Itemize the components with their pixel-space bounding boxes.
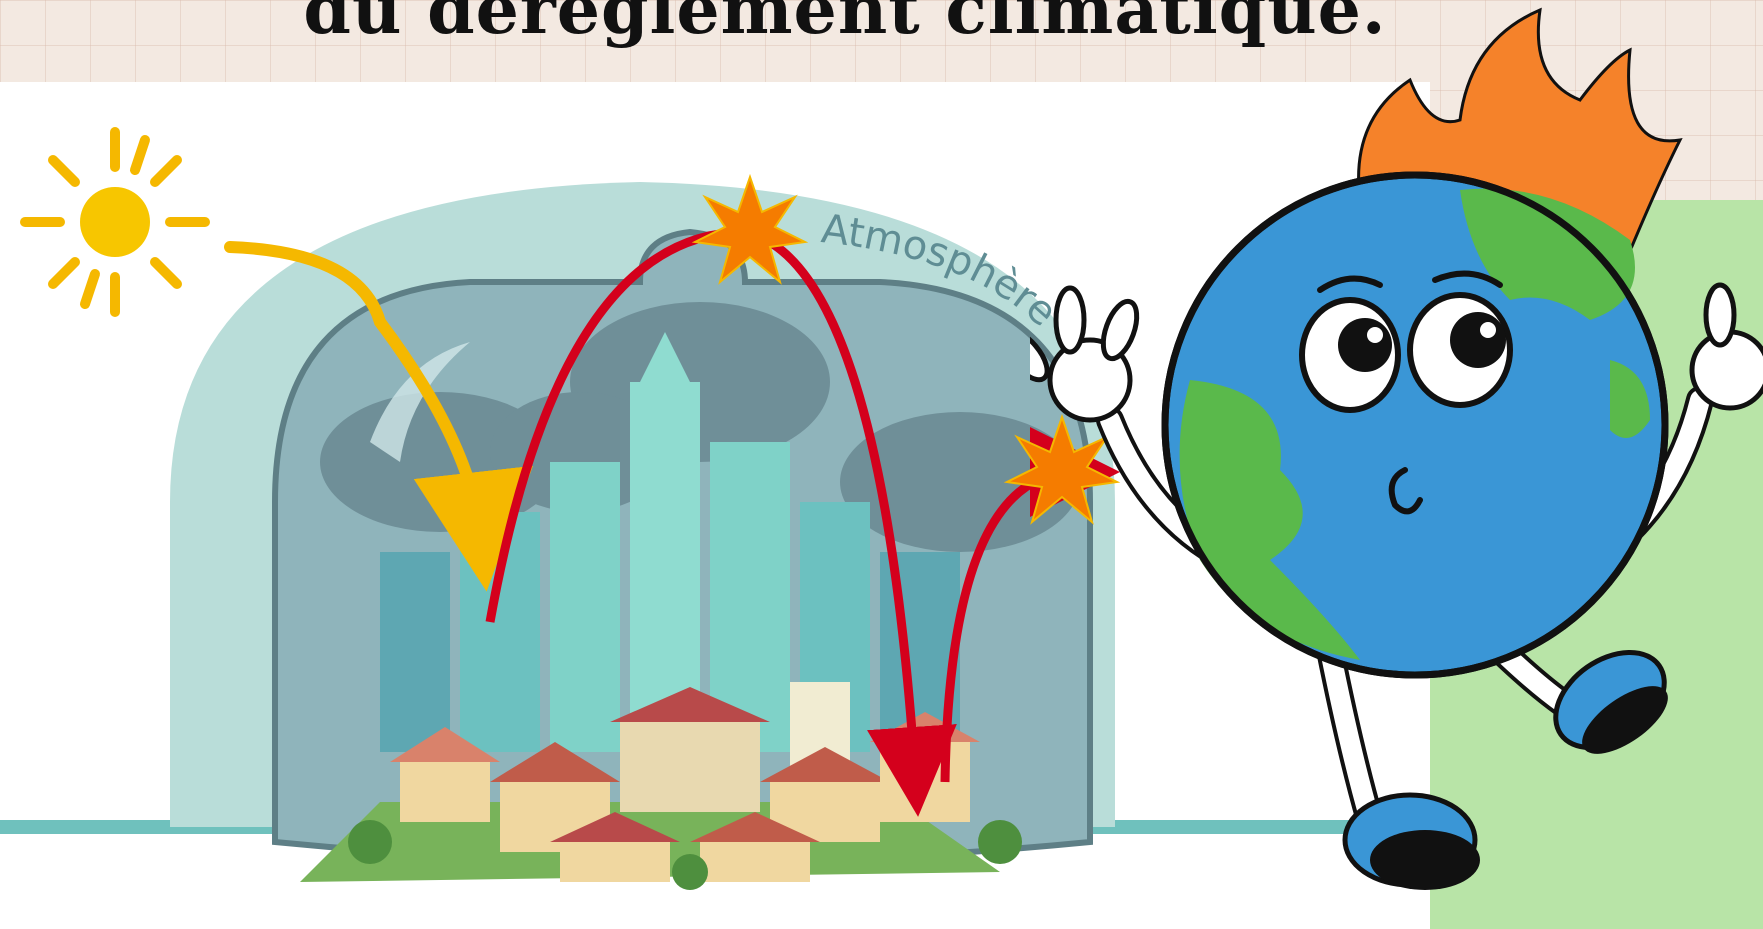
- shoe-icon: [1553, 649, 1668, 754]
- sun-icon: [20, 127, 210, 317]
- right-hand: [1689, 282, 1763, 411]
- earth-mascot: [1030, 7, 1763, 890]
- houses: [300, 687, 1022, 890]
- page-title: du dérèglement climatique.: [303, 0, 1387, 50]
- mouth: [1388, 467, 1423, 515]
- greenhouse-diagram: Atmosphère: [0, 127, 1430, 890]
- left-hand: [1030, 285, 1140, 423]
- burst-icon: [1003, 413, 1121, 525]
- eyes: [1299, 270, 1513, 413]
- shoe-icon: [1342, 792, 1480, 890]
- burst-icon: [691, 173, 809, 285]
- sunlight-arrow: [224, 241, 533, 592]
